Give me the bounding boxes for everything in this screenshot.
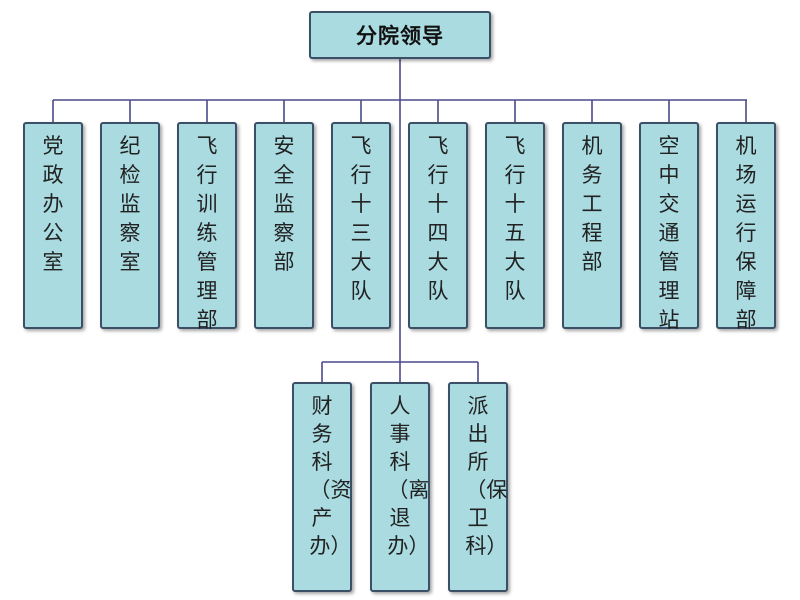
department-label: 纪检监察室 — [119, 134, 141, 274]
department-label: 安全监察部 — [273, 134, 295, 274]
department-label: 飞行十三大队 — [350, 134, 372, 303]
department-discipline: 纪检监察室 — [100, 122, 160, 329]
department-airport-ops: 机场运行保障部 — [716, 122, 776, 332]
root-node: 分院领导 — [309, 11, 491, 59]
department-atc: 空中交通管理站 — [639, 122, 699, 332]
department-label: 空中交通管理站 — [658, 134, 680, 332]
sub-department-police: 派出所（保卫科） — [448, 382, 508, 592]
department-maintenance: 机务工程部 — [562, 122, 622, 329]
department-label: 飞行十五大队 — [504, 134, 526, 303]
department-label: 机场运行保障部 — [735, 134, 757, 332]
department-party: 党政办公室 — [23, 122, 83, 329]
sub-department-label: 人事科（离退办） — [387, 394, 430, 558]
department-safety: 安全监察部 — [254, 122, 314, 329]
sub-department-label: 财务科（资产办） — [309, 394, 352, 558]
department-label: 飞行训练管理部 — [196, 134, 218, 332]
department-label: 机务工程部 — [581, 134, 603, 274]
sub-department-finance: 财务科（资产办） — [292, 382, 352, 592]
sub-department-hr: 人事科（离退办） — [370, 382, 430, 592]
department-label: 飞行十四大队 — [427, 134, 449, 303]
department-brigade-14: 飞行十四大队 — [408, 122, 468, 329]
sub-department-label: 派出所（保卫科） — [465, 394, 508, 558]
department-brigade-13: 飞行十三大队 — [331, 122, 391, 329]
department-label: 党政办公室 — [42, 134, 64, 274]
department-brigade-15: 飞行十五大队 — [485, 122, 545, 329]
root-label: 分院领导 — [356, 24, 444, 48]
department-flight-training: 飞行训练管理部 — [177, 122, 237, 332]
